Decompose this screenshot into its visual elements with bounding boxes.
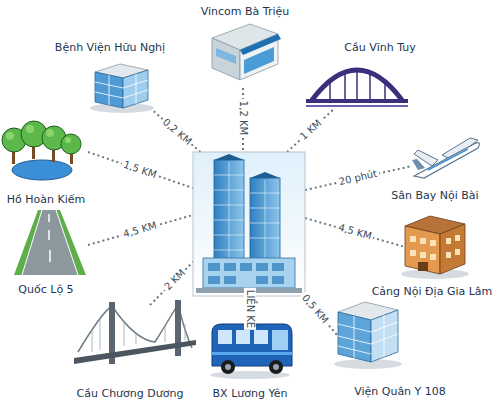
place-label: Cầu Chương Dương bbox=[75, 386, 186, 401]
distance-label: 0,2 KM bbox=[159, 115, 196, 149]
distance-label: 4,5 KM bbox=[335, 221, 375, 243]
place-name: Cầu Chương Dương bbox=[77, 387, 184, 400]
distance-label: LIỀN KỀ bbox=[244, 288, 256, 330]
distance-label: 1,5 KM bbox=[120, 158, 160, 182]
hospital-icon bbox=[334, 302, 402, 369]
place-label: Hồ Hoàn Kiếm bbox=[5, 192, 87, 207]
road-icon bbox=[14, 210, 86, 275]
arch-bridge-icon bbox=[306, 70, 408, 106]
lake-trees-icon bbox=[2, 121, 81, 180]
project-building bbox=[193, 152, 305, 296]
place-label: BX Lương Yên bbox=[211, 386, 290, 401]
place-name: Viện Quân Y 108 bbox=[354, 385, 446, 398]
airplane-icon bbox=[412, 138, 479, 178]
distance-label: 4,5 KM bbox=[120, 219, 160, 241]
place-label: Bệnh Viện Hữu Nghị bbox=[53, 40, 167, 55]
leader-lines bbox=[88, 86, 412, 335]
mall-icon bbox=[212, 24, 281, 80]
place-name: Bệnh Viện Hữu Nghị bbox=[55, 41, 165, 54]
place-label: Cảng Nội Địa Gia Lâm bbox=[370, 284, 495, 299]
place-name: Cầu Vĩnh Tuy bbox=[344, 41, 415, 54]
place-label: Quốc Lộ 5 bbox=[16, 282, 75, 297]
place-label: Vincom Bà Triệu bbox=[199, 4, 292, 19]
place-name: BX Lương Yên bbox=[213, 387, 288, 400]
place-name: Hồ Hoàn Kiếm bbox=[7, 193, 85, 206]
distance-label: 0,5 KM bbox=[298, 291, 332, 328]
place-name: Quốc Lộ 5 bbox=[18, 283, 73, 296]
distance-label: 1,2 KM bbox=[237, 99, 249, 137]
place-name: Vincom Bà Triệu bbox=[201, 5, 290, 18]
suspension-bridge-icon bbox=[74, 300, 196, 364]
place-name: Sân Bay Nội Bài bbox=[391, 189, 478, 202]
port-building-icon bbox=[401, 216, 469, 279]
hospital-icon bbox=[90, 64, 154, 113]
distance-label: 2 KM bbox=[161, 266, 190, 295]
distance-label: 1 KM bbox=[296, 116, 325, 144]
distance-label: 20 phút bbox=[336, 167, 380, 188]
bus-icon bbox=[210, 324, 292, 379]
place-name: Cảng Nội Địa Gia Lâm bbox=[372, 285, 493, 298]
place-label: Sân Bay Nội Bài bbox=[389, 188, 480, 203]
place-label: Viện Quân Y 108 bbox=[352, 384, 448, 399]
place-label: Cầu Vĩnh Tuy bbox=[342, 40, 417, 55]
